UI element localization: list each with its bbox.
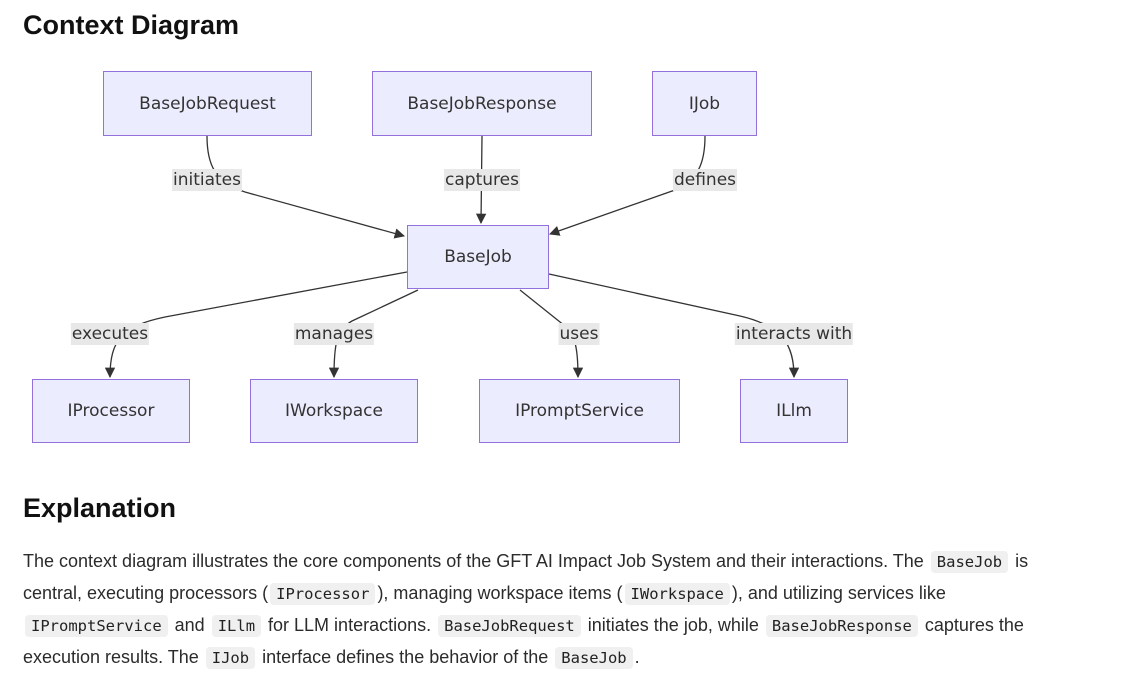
paragraph-text: The context diagram illustrates the core…: [23, 551, 929, 571]
node-ijob: IJob: [652, 71, 757, 136]
paragraph-text: central, executing processors (: [23, 583, 269, 603]
paragraph-text: .: [634, 647, 640, 667]
node-basejob: BaseJob: [407, 225, 549, 289]
edge-label-initiates: initiates: [171, 169, 243, 191]
paragraph-text: ), managing workspace items (: [377, 583, 623, 603]
inline-code: BaseJobResponse: [765, 615, 918, 637]
edge-label-interacts-with: interacts with: [734, 323, 854, 345]
paragraph-text: initiates the job, while: [582, 615, 764, 635]
node-basejobresponse: BaseJobResponse: [372, 71, 592, 136]
paragraph-text: execution results. The: [23, 647, 204, 667]
inline-code: BaseJobRequest: [438, 615, 581, 637]
paragraph-text: interface defines the behavior of the: [257, 647, 554, 667]
node-iworkspace: IWorkspace: [250, 379, 418, 443]
edge-label-defines: defines: [672, 169, 738, 191]
edge-label-executes: executes: [70, 323, 150, 345]
node-iprocessor: IProcessor: [32, 379, 190, 443]
inline-code: IWorkspace: [624, 583, 730, 605]
inline-code: IJob: [205, 647, 256, 669]
node-ipromptservice: IPromptService: [479, 379, 680, 443]
inline-code: BaseJob: [555, 647, 633, 669]
paragraph-line: The context diagram illustrates the core…: [23, 546, 1113, 578]
inline-code: ILlm: [211, 615, 262, 637]
inline-code: IProcessor: [270, 583, 376, 605]
edge-label-uses: uses: [558, 323, 600, 345]
paragraph-text: is: [1010, 551, 1029, 571]
edge-label-captures: captures: [444, 169, 520, 191]
paragraph-text: and: [169, 615, 210, 635]
explanation-paragraph: The context diagram illustrates the core…: [23, 546, 1113, 674]
paragraph-text: for LLM interactions.: [263, 615, 437, 635]
paragraph-line: central, executing processors (IProcesso…: [23, 578, 1113, 610]
explanation-heading: Explanation: [23, 493, 177, 523]
paragraph-line: IPromptService and ILlm for LLM interact…: [23, 610, 1113, 642]
inline-code: BaseJob: [930, 551, 1009, 573]
node-illm: ILlm: [740, 379, 848, 443]
edge-label-manages: manages: [293, 323, 375, 345]
inline-code: IPromptService: [25, 615, 168, 637]
context-diagram-heading: Context Diagram: [23, 10, 240, 40]
paragraph-text: ), and utilizing services like: [731, 583, 946, 603]
node-basejobrequest: BaseJobRequest: [103, 71, 312, 136]
paragraph-text: captures the: [919, 615, 1024, 635]
paragraph-line: execution results. The IJob interface de…: [23, 642, 1113, 674]
